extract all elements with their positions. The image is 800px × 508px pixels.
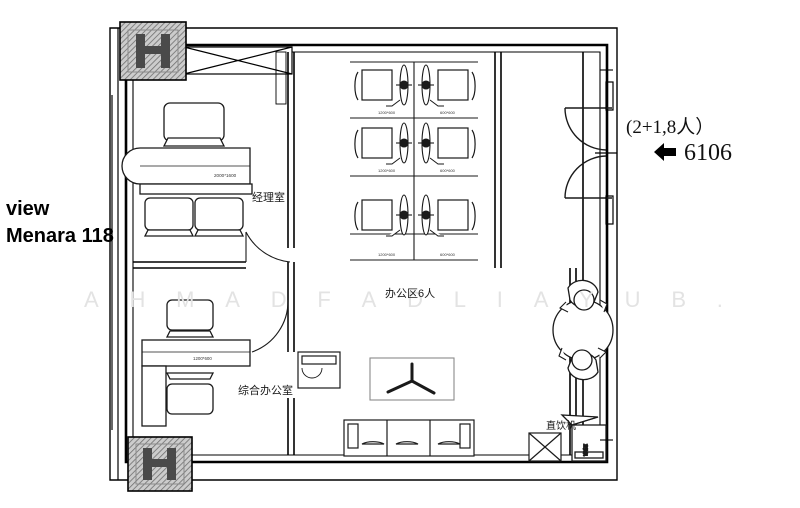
- column-marker-top-left: [119, 21, 187, 81]
- right-ledge: [600, 69, 613, 441]
- window-opening-top: [183, 46, 293, 75]
- water-dispenser-unit: 直饮机: [560, 414, 607, 462]
- view-label-line2: Menara 118: [6, 225, 114, 247]
- entrance-double-doors: [564, 107, 612, 199]
- door-general-office: [251, 299, 289, 353]
- unit-number-label: 6106: [652, 140, 732, 167]
- door-manager-room: [245, 231, 291, 263]
- dimension-workstation-left: 1200*600: [378, 168, 396, 173]
- sofa-bench: [343, 419, 475, 457]
- corridor-cabinet: [297, 351, 341, 389]
- service-box-x: [528, 432, 562, 462]
- dimension-workstation-left: 1200*600: [378, 252, 396, 257]
- dimension-workstation-left: 1200*600: [378, 110, 396, 115]
- ceiling-fan-symbol: [369, 357, 455, 401]
- view-label: view Menara 118: [6, 196, 114, 250]
- dimension-workstation-right: 600*600: [440, 168, 456, 173]
- person-symbol-top: [559, 279, 608, 313]
- workstation-row-2: 1200*600 600*600: [354, 122, 476, 173]
- dimension-workstation-right: 600*600: [440, 252, 456, 257]
- wall-strip-dimension: [275, 51, 287, 105]
- room-label-open-office: 办公区6人: [385, 288, 436, 300]
- dimension-manager-desk: 2000*1600: [214, 173, 237, 178]
- unit-occupancy-label: (2+1,8人）: [626, 117, 715, 138]
- dimension-workstation-right: 600*600: [440, 110, 456, 115]
- view-label-line1: view: [6, 198, 50, 220]
- person-symbol-bottom: [558, 347, 607, 381]
- interior-partitions: [133, 52, 584, 455]
- left-wall-detail: [111, 28, 119, 480]
- room-label-water-dispenser: 直饮机: [546, 421, 576, 432]
- general-office-furniture: [141, 299, 251, 427]
- workstation-row-3: 1200*600 600*600: [354, 194, 476, 257]
- svg-text:直饮机: 直饮机: [583, 444, 589, 456]
- manager-desk-group: [121, 102, 253, 237]
- round-meeting-table: [552, 279, 614, 381]
- dimension-general-desk: 1200*600: [193, 356, 212, 361]
- unit-number-text: 6106: [684, 140, 732, 166]
- left-arrow-icon: [654, 143, 676, 161]
- workstation-row-1: 1200*600 600*600: [354, 64, 476, 115]
- room-label-general-office: 综合办公室: [238, 385, 293, 397]
- column-marker-bottom-left: [127, 436, 193, 492]
- workstation-grid: [350, 61, 478, 261]
- room-label-manager: 经理室: [252, 192, 285, 204]
- entrance-door-frame: [605, 81, 614, 225]
